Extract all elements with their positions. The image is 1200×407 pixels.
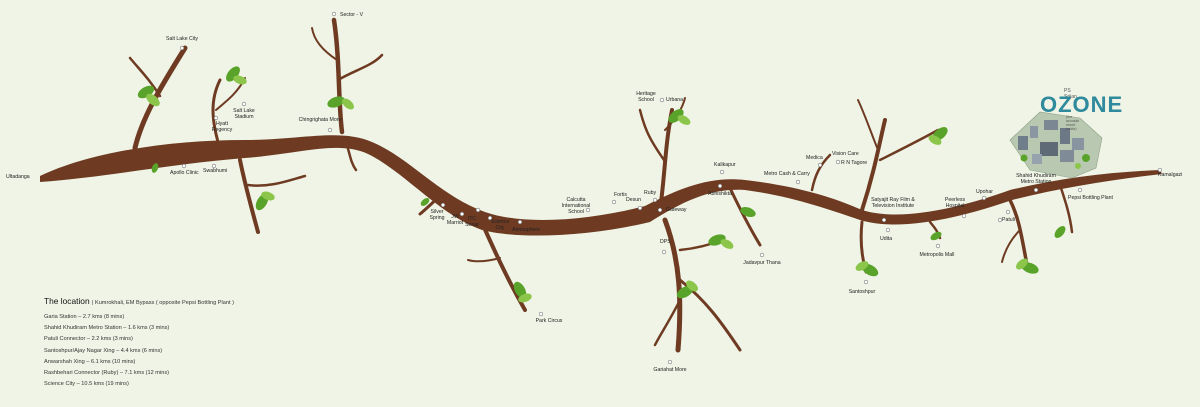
place-label: Metro Cash & Carry <box>764 171 810 177</box>
place-label: Swabhumi <box>203 168 228 174</box>
distance-item: Shahid Khudiram Metro Station – 1.6 kms … <box>44 325 170 332</box>
place-label: Gateway <box>666 207 687 213</box>
place-label: Fortis <box>614 192 627 198</box>
place-label: Shahid Khudiram Metro Station <box>1016 173 1056 185</box>
place-label: Sector - V <box>340 12 364 18</box>
place-label: Heritage School <box>636 91 656 103</box>
place-label: ITC Sonar <box>465 216 479 228</box>
place-label: Science City <box>490 219 510 231</box>
place-label: Kamalgazi <box>1158 172 1183 178</box>
logo-tagline: (the acoustic resort inside) <box>1066 115 1080 131</box>
place-label: Patuli <box>1002 217 1015 223</box>
distance-item: Santoshpur/Ajay Nagar Xing – 4.4 kms (6 … <box>44 347 163 354</box>
location-legend: The location | Kumrokhali, EM Bypass ( o… <box>44 296 234 390</box>
place-label: Ultadanga <box>6 174 30 180</box>
place-label: Ruby <box>644 190 657 196</box>
distance-item: Anwarshah Xing – 6.1 kms (10 mins) <box>44 358 136 365</box>
place-label: Medica <box>806 155 823 161</box>
place-label: Calcutta International School <box>561 197 591 215</box>
location-markers <box>179 11 1163 365</box>
distance-item: Patuli Connector – 2.2 kms (3 mins) <box>44 336 133 343</box>
place-label: Hyatt Regency <box>211 121 233 133</box>
legend-subtitle: | Kumrokhali, EM Bypass ( opposite Pepsi… <box>91 300 234 306</box>
place-label: JW Marriot <box>446 214 464 226</box>
place-label: Gariahat More <box>653 367 687 373</box>
place-label: DPS <box>660 239 671 245</box>
place-label: Satyajit Ray Film & Television Institute <box>871 197 915 209</box>
place-label: Atmosphere <box>512 227 540 233</box>
place-label: Abhishikta <box>708 191 732 197</box>
place-label: Desun <box>626 197 641 203</box>
place-label: Apollo Clinic <box>170 170 199 176</box>
legend-heading: The location | Kumrokhali, EM Bypass ( o… <box>44 296 234 306</box>
place-label: Peerless Hospital <box>944 197 966 209</box>
leaves <box>137 66 1066 303</box>
distance-item: Garia Station – 2.7 kms (8 mins) <box>44 314 125 320</box>
place-label: R N Tagore <box>841 160 868 166</box>
place-label: Udita <box>880 236 893 242</box>
ozone-site-illustration <box>1009 111 1103 179</box>
distance-item: Science City – 10.5 kms (19 mins) <box>44 381 129 388</box>
place-label: Metropolis Mall <box>919 252 955 258</box>
place-label: Pepsi Bottling Plant <box>1068 195 1113 201</box>
distance-item: Rashbehari Connector (Ruby) – 7.1 kms (1… <box>44 369 169 376</box>
place-label: Urbana <box>666 97 684 103</box>
branches <box>128 17 1074 353</box>
place-label: Kalikapur <box>714 162 736 168</box>
place-label: Jadavpur Thana <box>743 260 781 266</box>
place-label: Salt Lake Stadium <box>233 108 255 120</box>
logo-wordmark: OZONE <box>1040 92 1124 117</box>
place-label: Upohar <box>976 189 994 195</box>
place-label: Santoshpur <box>848 289 876 295</box>
distance-list: Garia Station – 2.7 kms (8 mins) Shahid … <box>44 312 234 390</box>
place-label: Park Circus <box>535 318 563 324</box>
place-label: Salt Lake City <box>165 36 199 42</box>
logo-brand: PS Srijan <box>1064 88 1077 100</box>
main-trunk <box>40 135 1162 236</box>
place-label: Chingrighata More <box>298 117 342 123</box>
place-label: Vision Care <box>832 151 859 157</box>
legend-title: The location <box>44 296 90 306</box>
place-label: Silver Spring <box>429 209 445 221</box>
